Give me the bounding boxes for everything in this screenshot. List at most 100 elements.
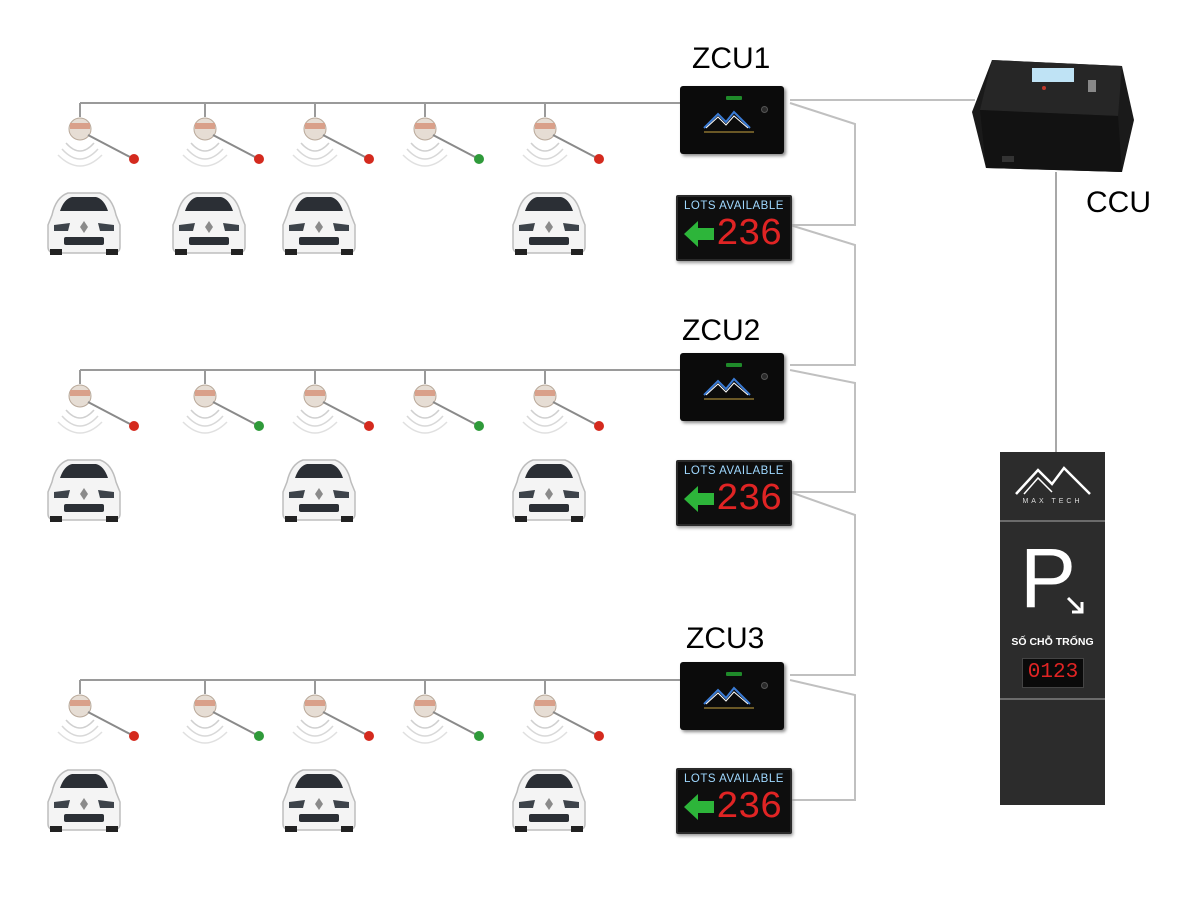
ccu-screen — [1032, 68, 1074, 82]
sign-title: LOTS AVAILABLE — [684, 465, 784, 477]
zcu-led — [726, 672, 742, 676]
parking-slot — [169, 115, 269, 265]
lots-available-sign-1: LOTS AVAILABLE 236 — [676, 195, 792, 261]
parking-slot — [509, 115, 609, 265]
parking-slot — [509, 692, 609, 842]
parking-symbol: P — [1020, 531, 1077, 625]
parking-slot — [279, 115, 379, 265]
parking-slot — [279, 382, 379, 532]
zcu3-trunk-link — [789, 679, 856, 801]
ultrasonic-sensor-icon — [57, 117, 139, 167]
zcu2-controller — [680, 353, 784, 421]
indicator-lamp — [254, 154, 264, 164]
parking-pillar-display: MAX TECH P SỐ CHỖ TRỐNG 0123 — [1000, 452, 1105, 805]
left-arrow-icon — [684, 221, 714, 247]
ccu-controller — [972, 60, 1134, 172]
sign-count: 236 — [716, 213, 782, 256]
lots-available-sign-2: LOTS AVAILABLE 236 — [676, 460, 792, 526]
parking-slot — [169, 382, 269, 532]
indicator-lamp — [254, 421, 264, 431]
max-tech-logo-icon — [703, 377, 754, 400]
zcu-led — [726, 363, 742, 367]
max-tech-logo-icon — [1015, 466, 1091, 495]
parking-slot — [169, 692, 269, 842]
zcu-keyhole — [761, 682, 768, 689]
car-icon — [282, 769, 356, 832]
free-spaces-count: 0123 — [1027, 661, 1079, 684]
indicator-lamp — [474, 421, 484, 431]
parking-slot — [389, 115, 489, 265]
ultrasonic-sensor-icon — [182, 694, 264, 744]
car-icon — [282, 459, 356, 522]
ultrasonic-sensor-icon — [182, 117, 264, 167]
ultrasonic-sensor-icon — [402, 117, 484, 167]
key-icon — [1088, 80, 1096, 92]
ultrasonic-sensor-icon — [57, 384, 139, 434]
free-spaces-label: SỐ CHỖ TRỐNG — [1011, 636, 1094, 648]
indicator-lamp — [129, 154, 139, 164]
indicator-lamp — [474, 731, 484, 741]
zcu-keyhole — [761, 106, 768, 113]
zcu-keyhole — [761, 373, 768, 380]
parking-slot — [509, 382, 609, 532]
indicator-lamp — [364, 731, 374, 741]
indicator-lamp — [364, 154, 374, 164]
parking-slot — [44, 382, 144, 532]
zcu-led — [726, 96, 742, 100]
car-icon — [512, 769, 586, 832]
ultrasonic-sensor-icon — [292, 694, 374, 744]
indicator-lamp — [364, 421, 374, 431]
ultrasonic-sensor-icon — [57, 694, 139, 744]
parking-slot — [44, 115, 144, 265]
parking-slot — [389, 692, 489, 842]
zcu3-label: ZCU3 — [686, 622, 765, 655]
ultrasonic-sensor-icon — [522, 117, 604, 167]
car-icon — [512, 459, 586, 522]
car-icon — [47, 192, 121, 255]
car-icon — [512, 192, 586, 255]
ultrasonic-sensor-icon — [402, 384, 484, 434]
ultrasonic-sensor-icon — [182, 384, 264, 434]
indicator-lamp — [254, 731, 264, 741]
car-icon — [172, 192, 246, 255]
ultrasonic-sensor-icon — [292, 384, 374, 434]
trunk-row2-row3 — [789, 491, 856, 676]
indicator-lamp — [129, 731, 139, 741]
ultrasonic-sensor-icon — [522, 384, 604, 434]
parking-slot — [389, 382, 489, 532]
indicator-lamp — [594, 421, 604, 431]
ccu-label: CCU — [1086, 186, 1151, 219]
ultrasonic-sensor-icon — [402, 694, 484, 744]
zcu1-controller — [680, 86, 784, 154]
ultrasonic-sensor-icon — [292, 117, 374, 167]
sign-count: 236 — [716, 786, 782, 829]
pillar-logo-text: MAX TECH — [1022, 498, 1083, 505]
zcu1-trunk-link — [789, 102, 856, 226]
max-tech-logo-icon — [703, 110, 754, 133]
arrow-down-right-icon — [1066, 596, 1084, 614]
zcu2-trunk-link — [789, 369, 856, 493]
parking-slot — [44, 692, 144, 842]
indicator-lamp — [594, 731, 604, 741]
left-arrow-icon — [684, 794, 714, 820]
zcu1-label: ZCU1 — [692, 42, 771, 75]
free-spaces-counter: 0123 — [1022, 658, 1084, 688]
car-icon — [47, 459, 121, 522]
indicator-lamp — [129, 421, 139, 431]
car-icon — [47, 769, 121, 832]
sign-title: LOTS AVAILABLE — [684, 200, 784, 212]
trunk-row1-row2 — [789, 224, 856, 366]
ultrasonic-sensor-icon — [522, 694, 604, 744]
left-arrow-icon — [684, 486, 714, 512]
parking-slot — [279, 692, 379, 842]
indicator-lamp — [474, 154, 484, 164]
max-tech-logo-icon — [703, 686, 754, 709]
car-icon — [282, 192, 356, 255]
indicator-lamp — [594, 154, 604, 164]
zcu2-label: ZCU2 — [682, 314, 761, 347]
sign-count: 236 — [716, 478, 782, 521]
sign-title: LOTS AVAILABLE — [684, 773, 784, 785]
zcu3-controller — [680, 662, 784, 730]
lots-available-sign-3: LOTS AVAILABLE 236 — [676, 768, 792, 834]
